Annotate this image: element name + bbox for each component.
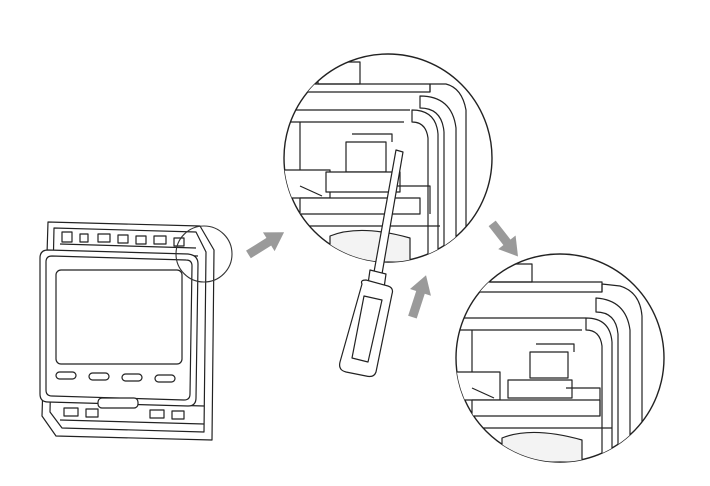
screwdriver: [339, 149, 404, 378]
latch2-clip: [529, 351, 569, 379]
button-4: [154, 374, 176, 383]
wall-block-left: [284, 169, 331, 199]
detail-circle-marker: [175, 225, 233, 283]
button-3: [121, 373, 143, 382]
lower2-step: [566, 387, 601, 416]
frame2-corner-outer: [595, 297, 631, 462]
arrow-to-detail: [246, 232, 285, 259]
lower-rail: [299, 197, 421, 215]
screwdriver-grip: [351, 295, 383, 363]
button-1: [55, 371, 77, 380]
button-2: [88, 372, 110, 381]
latch-clip: [345, 141, 387, 173]
mounting-frame-inner: [49, 227, 207, 433]
detail-circle-1: [283, 53, 493, 263]
frame-corner-back: [429, 83, 467, 262]
frame2-corner-inner: [585, 317, 613, 462]
wall-diag: [299, 185, 323, 197]
wall2-diag: [471, 387, 495, 399]
frame-corner-inner: [411, 109, 439, 262]
arrow-push-up: [408, 275, 431, 319]
lower2-rail: [471, 399, 601, 417]
lower-shadow: [329, 229, 411, 262]
latch-clip-top: [352, 133, 393, 142]
front-cover-bevel: [45, 255, 193, 401]
arrow-to-result: [488, 220, 519, 257]
arrows: [246, 220, 519, 319]
lcd-display: [55, 269, 183, 365]
latch2-clip-top: [536, 343, 575, 352]
bottom-latch: [97, 397, 139, 409]
frame2-top-edge: [461, 281, 603, 293]
latch2-base: [507, 379, 573, 399]
frame-corner-outer: [419, 95, 457, 262]
detail-circle-2: [455, 253, 665, 463]
lower-step: [396, 185, 431, 214]
frame2-corner-back: [601, 283, 643, 462]
lower2-shadow: [501, 431, 583, 462]
latch-base: [325, 171, 401, 193]
thermostat-device: [39, 221, 233, 441]
